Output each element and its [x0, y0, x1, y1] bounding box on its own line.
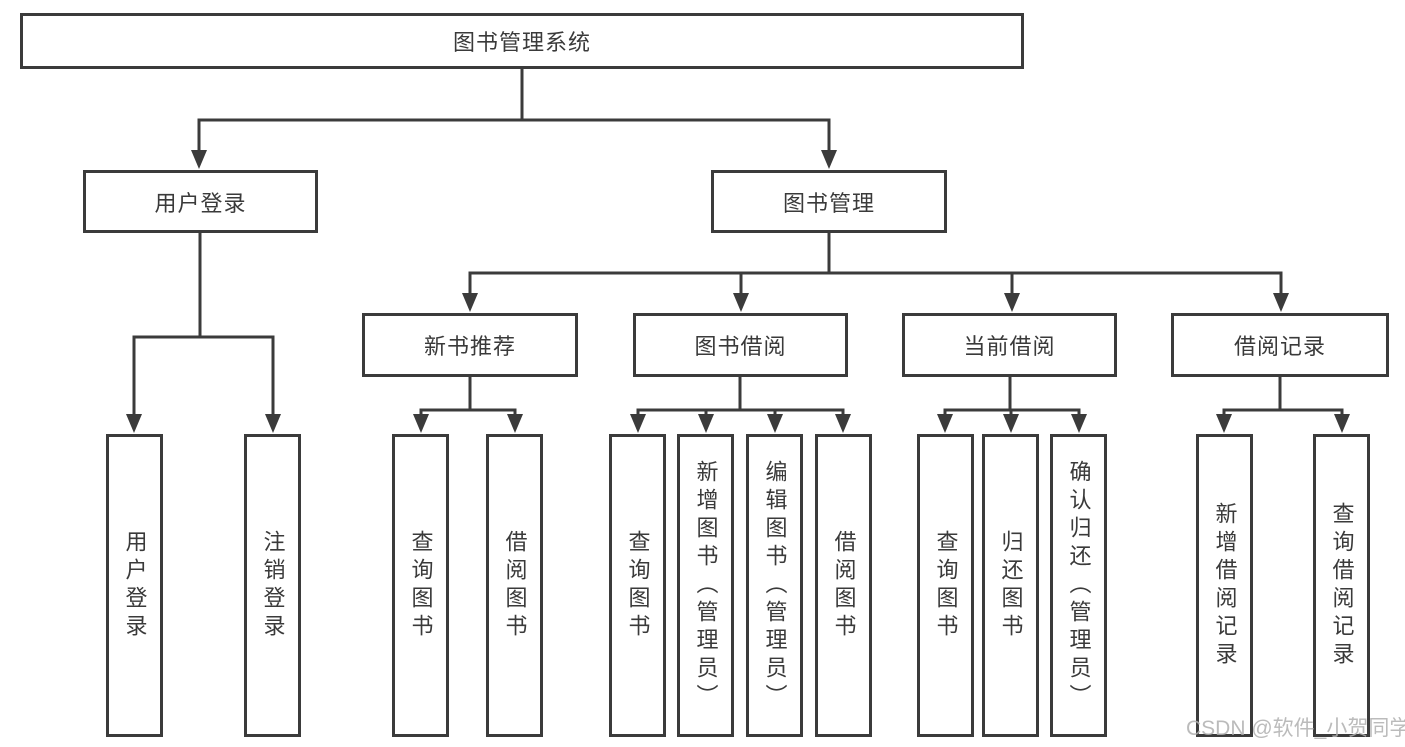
leaf-borrow-books-recommend: 借阅图书: [486, 434, 543, 737]
node-root-label: 图书管理系统: [452, 30, 591, 55]
leaf-logout-label: 注销登录: [260, 529, 286, 642]
node-current-borrow: 当前借阅: [902, 313, 1117, 377]
leaf-query-books-borrow: 查询图书: [609, 434, 666, 737]
leaf-return-books-label: 归还图书: [998, 529, 1024, 642]
leaf-add-borrow-record-label: 新增借阅记录: [1212, 501, 1238, 670]
leaf-query-books-recommend: 查询图书: [392, 434, 449, 737]
node-user-login: 用户登录: [83, 170, 318, 233]
leaf-borrow-books-recommend-label: 借阅图书: [502, 529, 528, 642]
leaf-add-books-admin-label: 新增图书（管理员）: [693, 459, 719, 712]
leaf-query-books-current: 查询图书: [917, 434, 974, 737]
node-root: 图书管理系统: [20, 13, 1024, 69]
node-new-book-recommend-label: 新书推荐: [423, 334, 516, 359]
watermark-text: CSDN @软件_小贺同学: [1186, 717, 1405, 740]
leaf-borrow-books-label: 借阅图书: [831, 529, 857, 642]
leaf-query-books-current-label: 查询图书: [933, 529, 959, 642]
leaf-add-borrow-record: 新增借阅记录: [1196, 434, 1253, 737]
leaf-query-borrow-record: 查询借阅记录: [1313, 434, 1370, 737]
leaf-query-books-borrow-label: 查询图书: [625, 529, 651, 642]
leaf-confirm-return-admin-label: 确认归还（管理员）: [1066, 459, 1092, 712]
leaf-borrow-books: 借阅图书: [815, 434, 872, 737]
node-book-borrow-label: 图书借阅: [694, 334, 787, 359]
connector-arrowheads: [126, 150, 1350, 433]
leaf-confirm-return-admin: 确认归还（管理员）: [1050, 434, 1107, 737]
leaf-query-borrow-record-label: 查询借阅记录: [1329, 501, 1355, 670]
node-new-book-recommend: 新书推荐: [362, 313, 578, 377]
leaf-return-books: 归还图书: [982, 434, 1039, 737]
leaf-logout: 注销登录: [244, 434, 301, 737]
leaf-user-login: 用户登录: [106, 434, 163, 737]
node-current-borrow-label: 当前借阅: [963, 334, 1056, 359]
node-borrow-records-label: 借阅记录: [1233, 334, 1326, 359]
node-book-management: 图书管理: [711, 170, 947, 233]
node-book-borrow: 图书借阅: [633, 313, 848, 377]
leaf-edit-books-admin: 编辑图书（管理员）: [746, 434, 803, 737]
connector-lines: [132, 69, 1344, 416]
node-borrow-records: 借阅记录: [1171, 313, 1389, 377]
node-book-management-label: 图书管理: [782, 190, 875, 216]
leaf-add-books-admin: 新增图书（管理员）: [677, 434, 734, 737]
leaf-edit-books-admin-label: 编辑图书（管理员）: [762, 459, 788, 712]
node-user-login-label: 用户登录: [154, 190, 247, 216]
leaf-query-books-recommend-label: 查询图书: [408, 529, 434, 642]
leaf-user-login-label: 用户登录: [122, 529, 148, 642]
